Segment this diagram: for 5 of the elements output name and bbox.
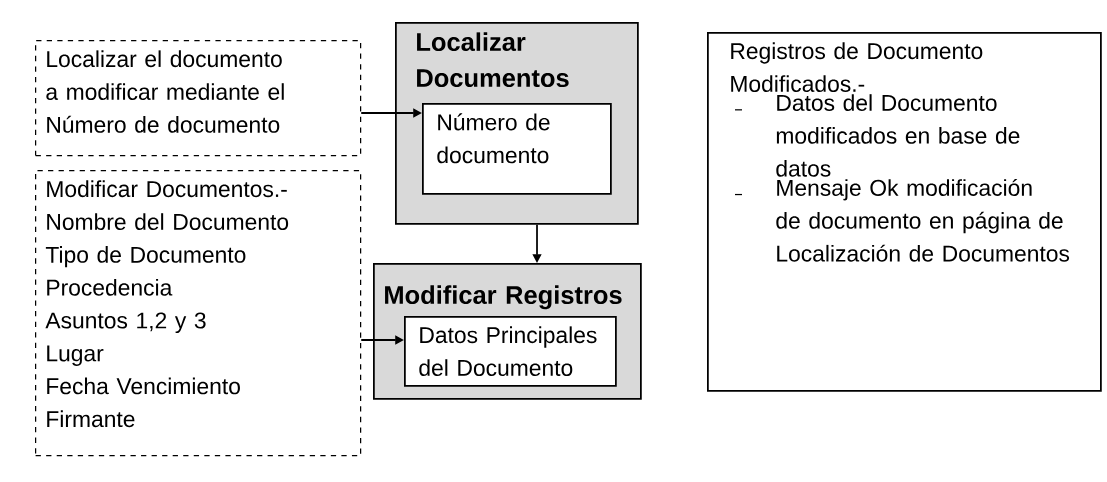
data-box: Número de documento <box>422 103 612 195</box>
note-box: Localizar el documento a modificar mediante el Número de documento <box>35 40 362 157</box>
output-box: Registros de Documento Modificados.- Datos del Documento modificados en base de datos Mensaje Ok modificación de documento en página de Localización de Documentos <box>707 32 1102 392</box>
note-box: Modificar Documentos.- Nombre del Documento Tipo de Documento Procedencia Asuntos 1,2 y 3 Lugar Fecha Vencimiento Firmante <box>35 170 362 457</box>
data-box: Datos Principales del Documento <box>404 316 617 387</box>
